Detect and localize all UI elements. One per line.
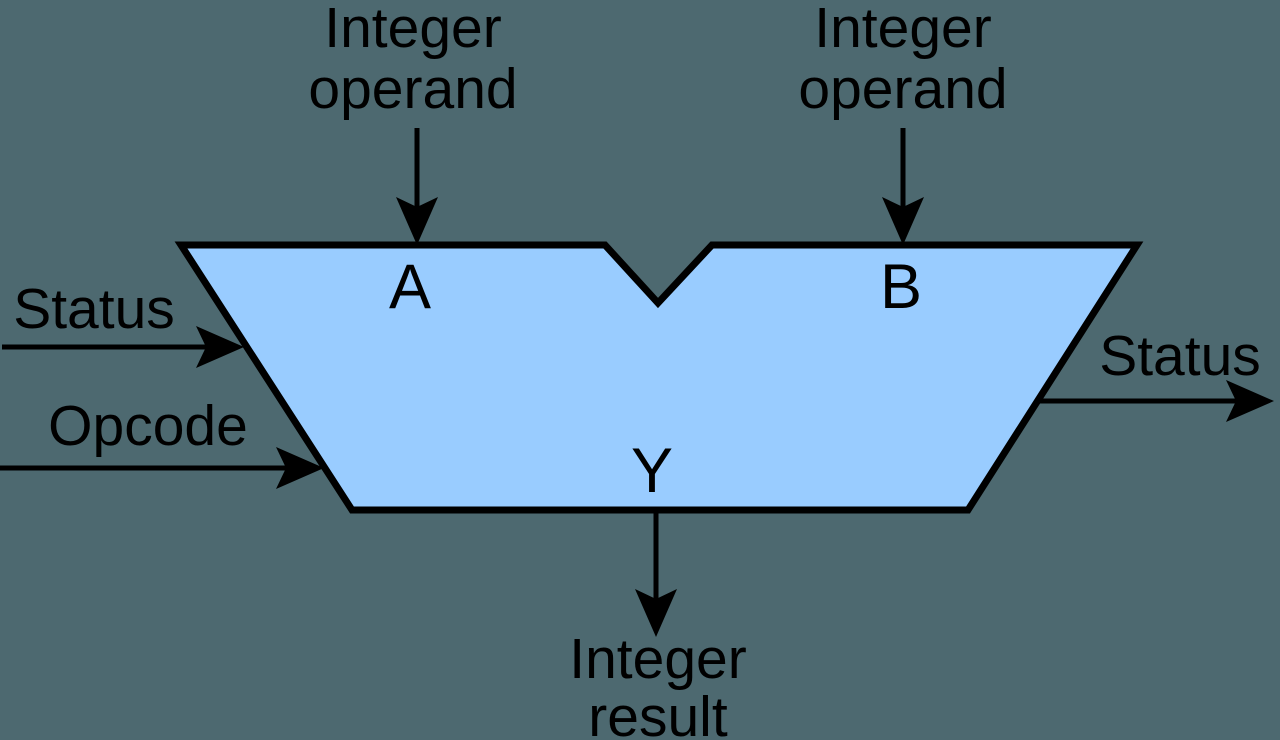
port-y-label: Y: [631, 436, 673, 506]
operand-b-label-line1: Integer: [814, 0, 991, 60]
port-b-label: B: [880, 252, 922, 322]
opcode-label: Opcode: [48, 394, 248, 458]
operand-a-arrow: [396, 128, 438, 245]
status-out-arrow: [1037, 380, 1274, 422]
operand-b-label-line2: operand: [798, 57, 1007, 121]
port-a-label: A: [389, 252, 431, 322]
result-label-line1: Integer: [569, 627, 746, 691]
result-arrow: [635, 513, 677, 637]
result-arrowhead: [635, 589, 677, 637]
operand-b-arrowhead: [882, 197, 924, 245]
opcode-arrowhead: [276, 447, 324, 489]
status-out-arrowhead: [1226, 380, 1274, 422]
status-out-label: Status: [1099, 324, 1261, 388]
alu-body: [174, 241, 1144, 514]
operand-a-label-line2: operand: [308, 57, 517, 121]
status-in-arrowhead: [196, 326, 244, 368]
status-in-label: Status: [13, 277, 175, 341]
operand-a-label-line1: Integer: [324, 0, 501, 60]
result-label-line2: result: [588, 685, 728, 740]
status-in-arrow: [2, 326, 244, 368]
operand-b-arrow: [882, 128, 924, 245]
operand-a-arrowhead: [396, 197, 438, 245]
opcode-arrow: [0, 447, 324, 489]
